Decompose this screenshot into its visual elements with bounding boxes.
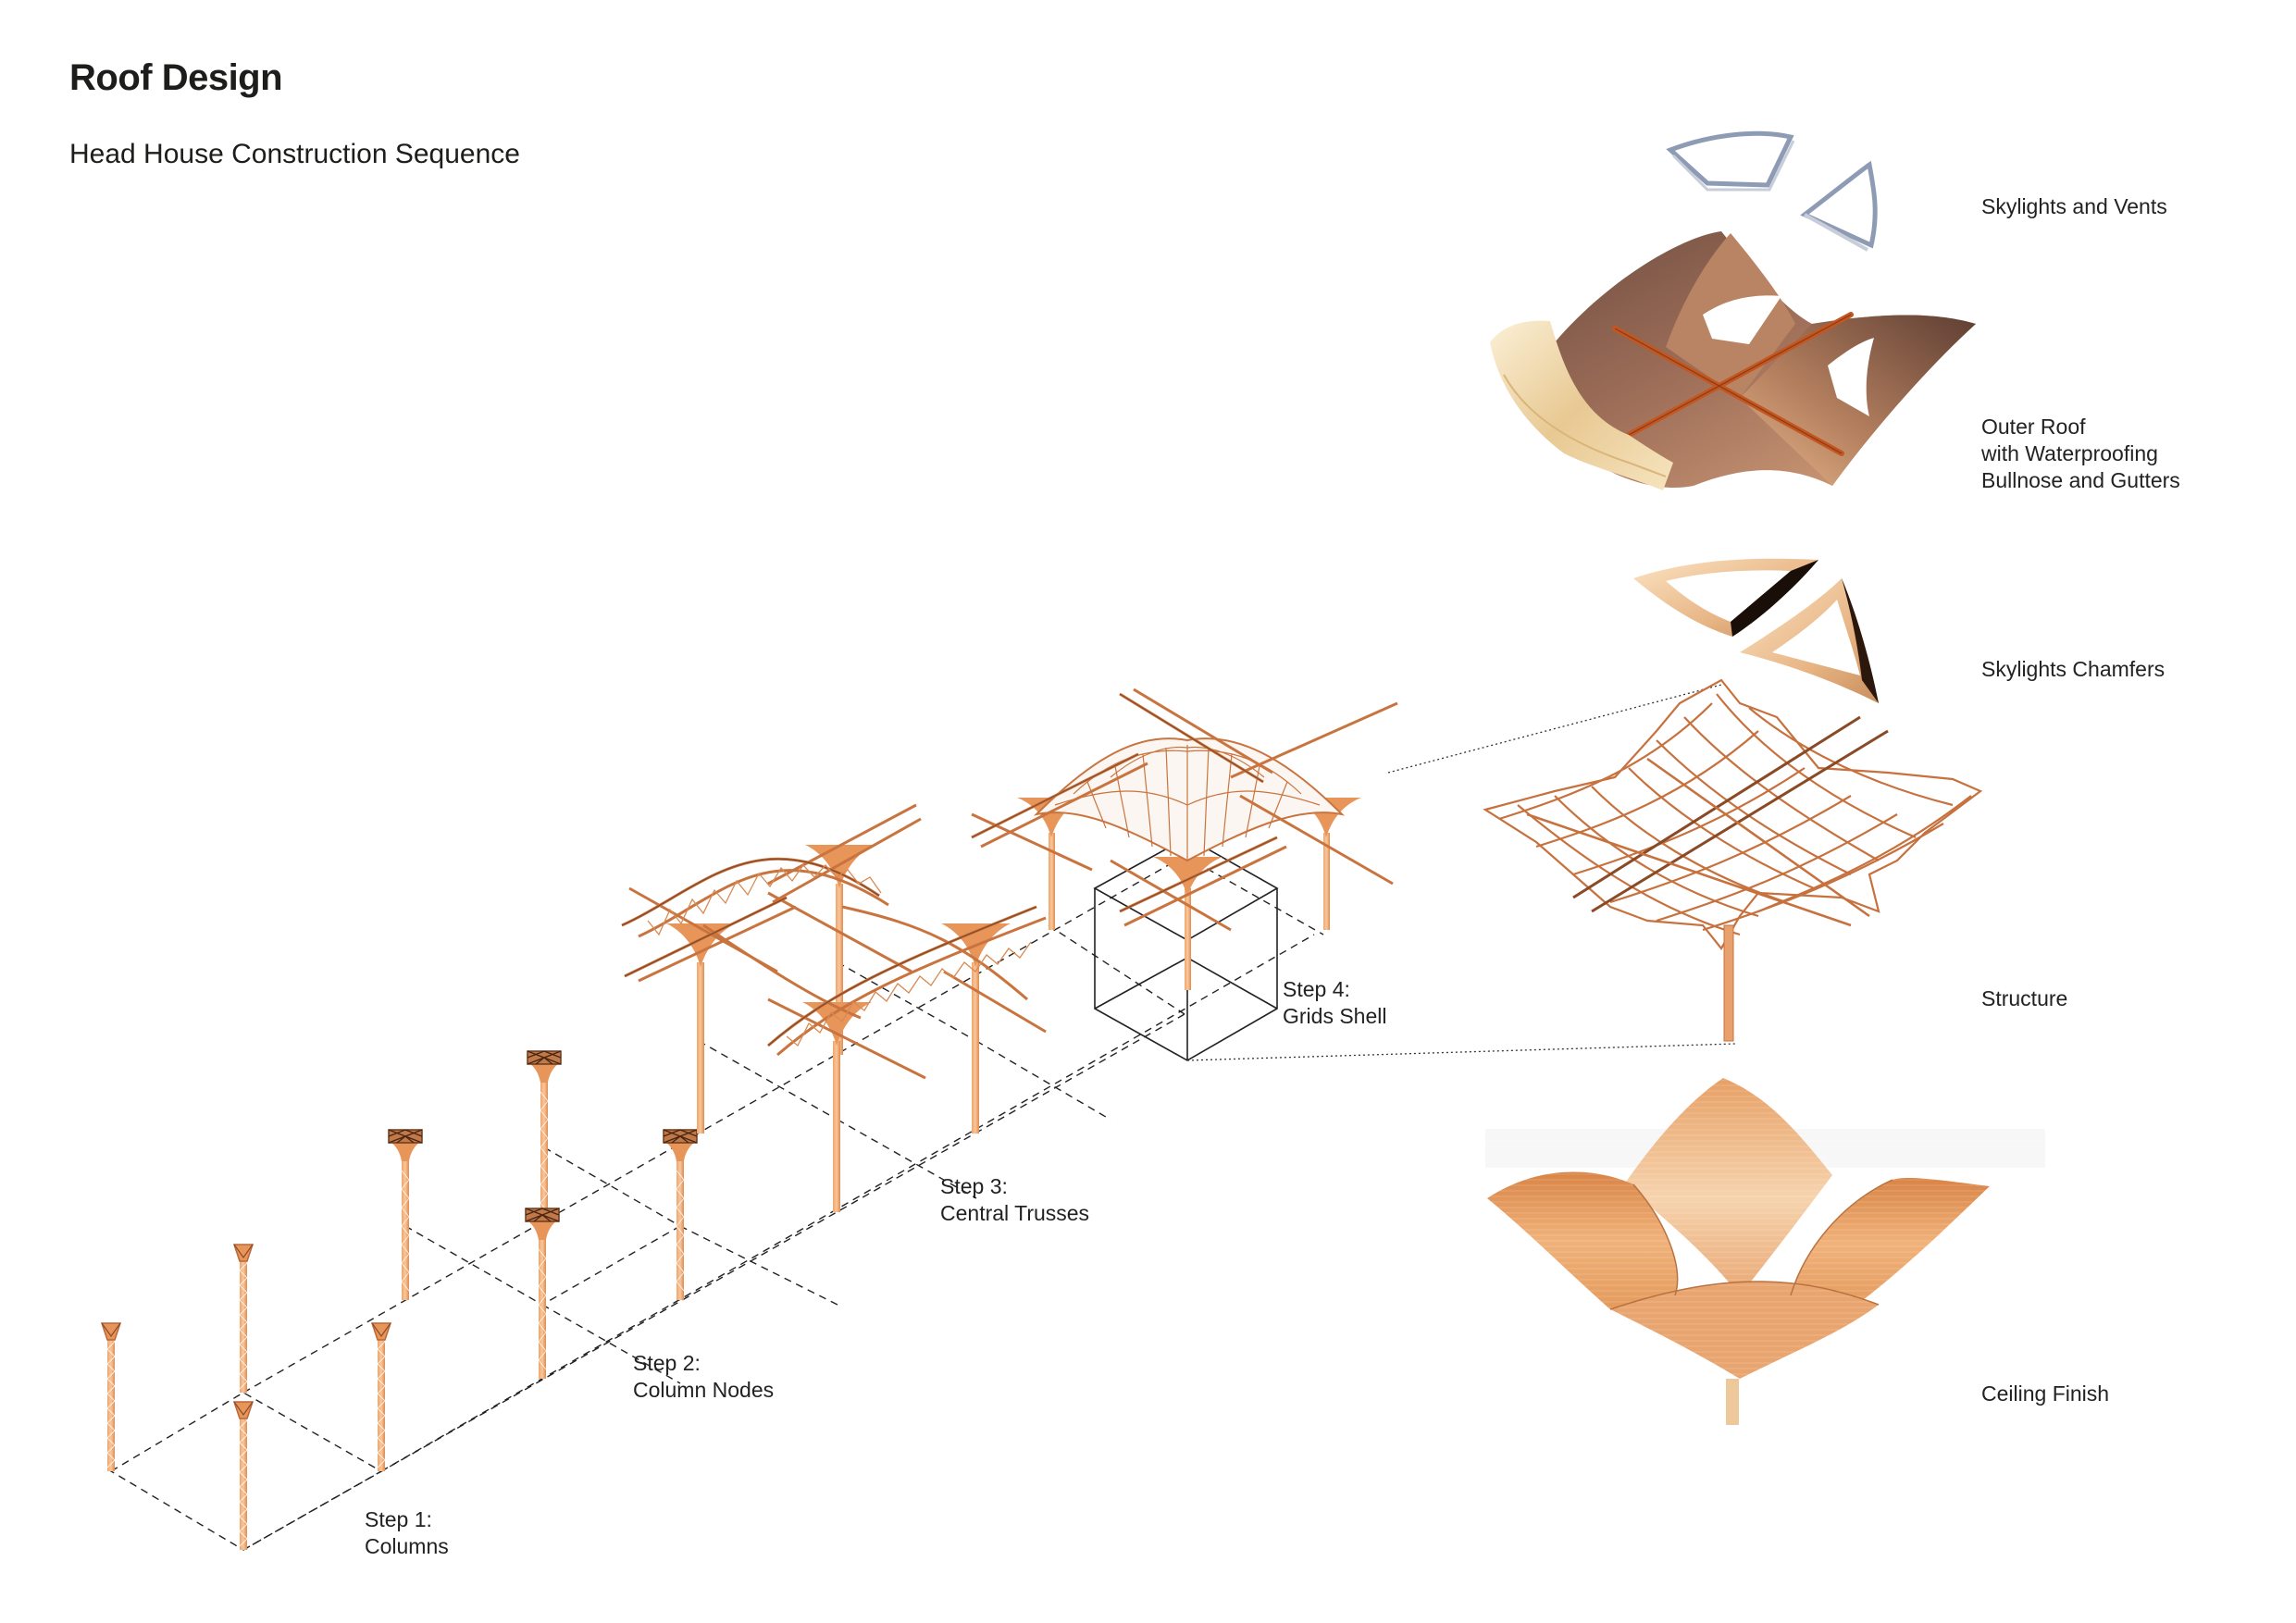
layer-label-ceiling-finish: Ceiling Finish [1981, 1381, 2110, 1406]
layer-label-skylights-vents: Skylights and Vents [1981, 194, 2167, 218]
skylight-chamfers-render [1633, 558, 1879, 703]
step-2-number: Step 2: [633, 1351, 701, 1375]
step-1-number: Step 1: [365, 1507, 432, 1531]
step-2-label: Step 2: Column Nodes [633, 1350, 774, 1404]
step-3-label: Step 3: Central Trusses [940, 1173, 1089, 1227]
step-4-grids-shell [971, 688, 1398, 1061]
step-1-name: Columns [365, 1534, 449, 1558]
step-2-column-nodes [388, 1050, 698, 1380]
step-4-number: Step 4: [1283, 977, 1350, 1001]
layer-label-outer-roof: Outer Roof with Waterproofing Bullnose a… [1981, 415, 2180, 492]
page-title: Roof Design [69, 57, 283, 98]
step-1-label: Step 1: Columns [365, 1506, 449, 1560]
ground-grid [109, 855, 1324, 1551]
step-2-name: Column Nodes [633, 1378, 775, 1402]
step-3-central-trusses [621, 803, 1047, 1212]
step-4-label: Step 4: Grids Shell [1283, 976, 1386, 1030]
step-4-name: Grids Shell [1283, 1004, 1387, 1028]
step-3-name: Central Trusses [940, 1201, 1090, 1225]
layer-label-skylight-chamfers: Skylights Chamfers [1981, 657, 2166, 681]
layer-label-structure: Structure [1981, 986, 2068, 1010]
structure-render [1483, 678, 1983, 1042]
leader-lines [1186, 684, 1736, 1061]
page-subtitle: Head House Construction Sequence [69, 139, 520, 169]
step-3-number: Step 3: [940, 1174, 1008, 1198]
ceiling-finish-render [1485, 1078, 2045, 1425]
step-1-columns [101, 1244, 391, 1551]
outer-roof-render [1490, 231, 1976, 490]
skylights-and-vents-render [1666, 130, 1878, 252]
